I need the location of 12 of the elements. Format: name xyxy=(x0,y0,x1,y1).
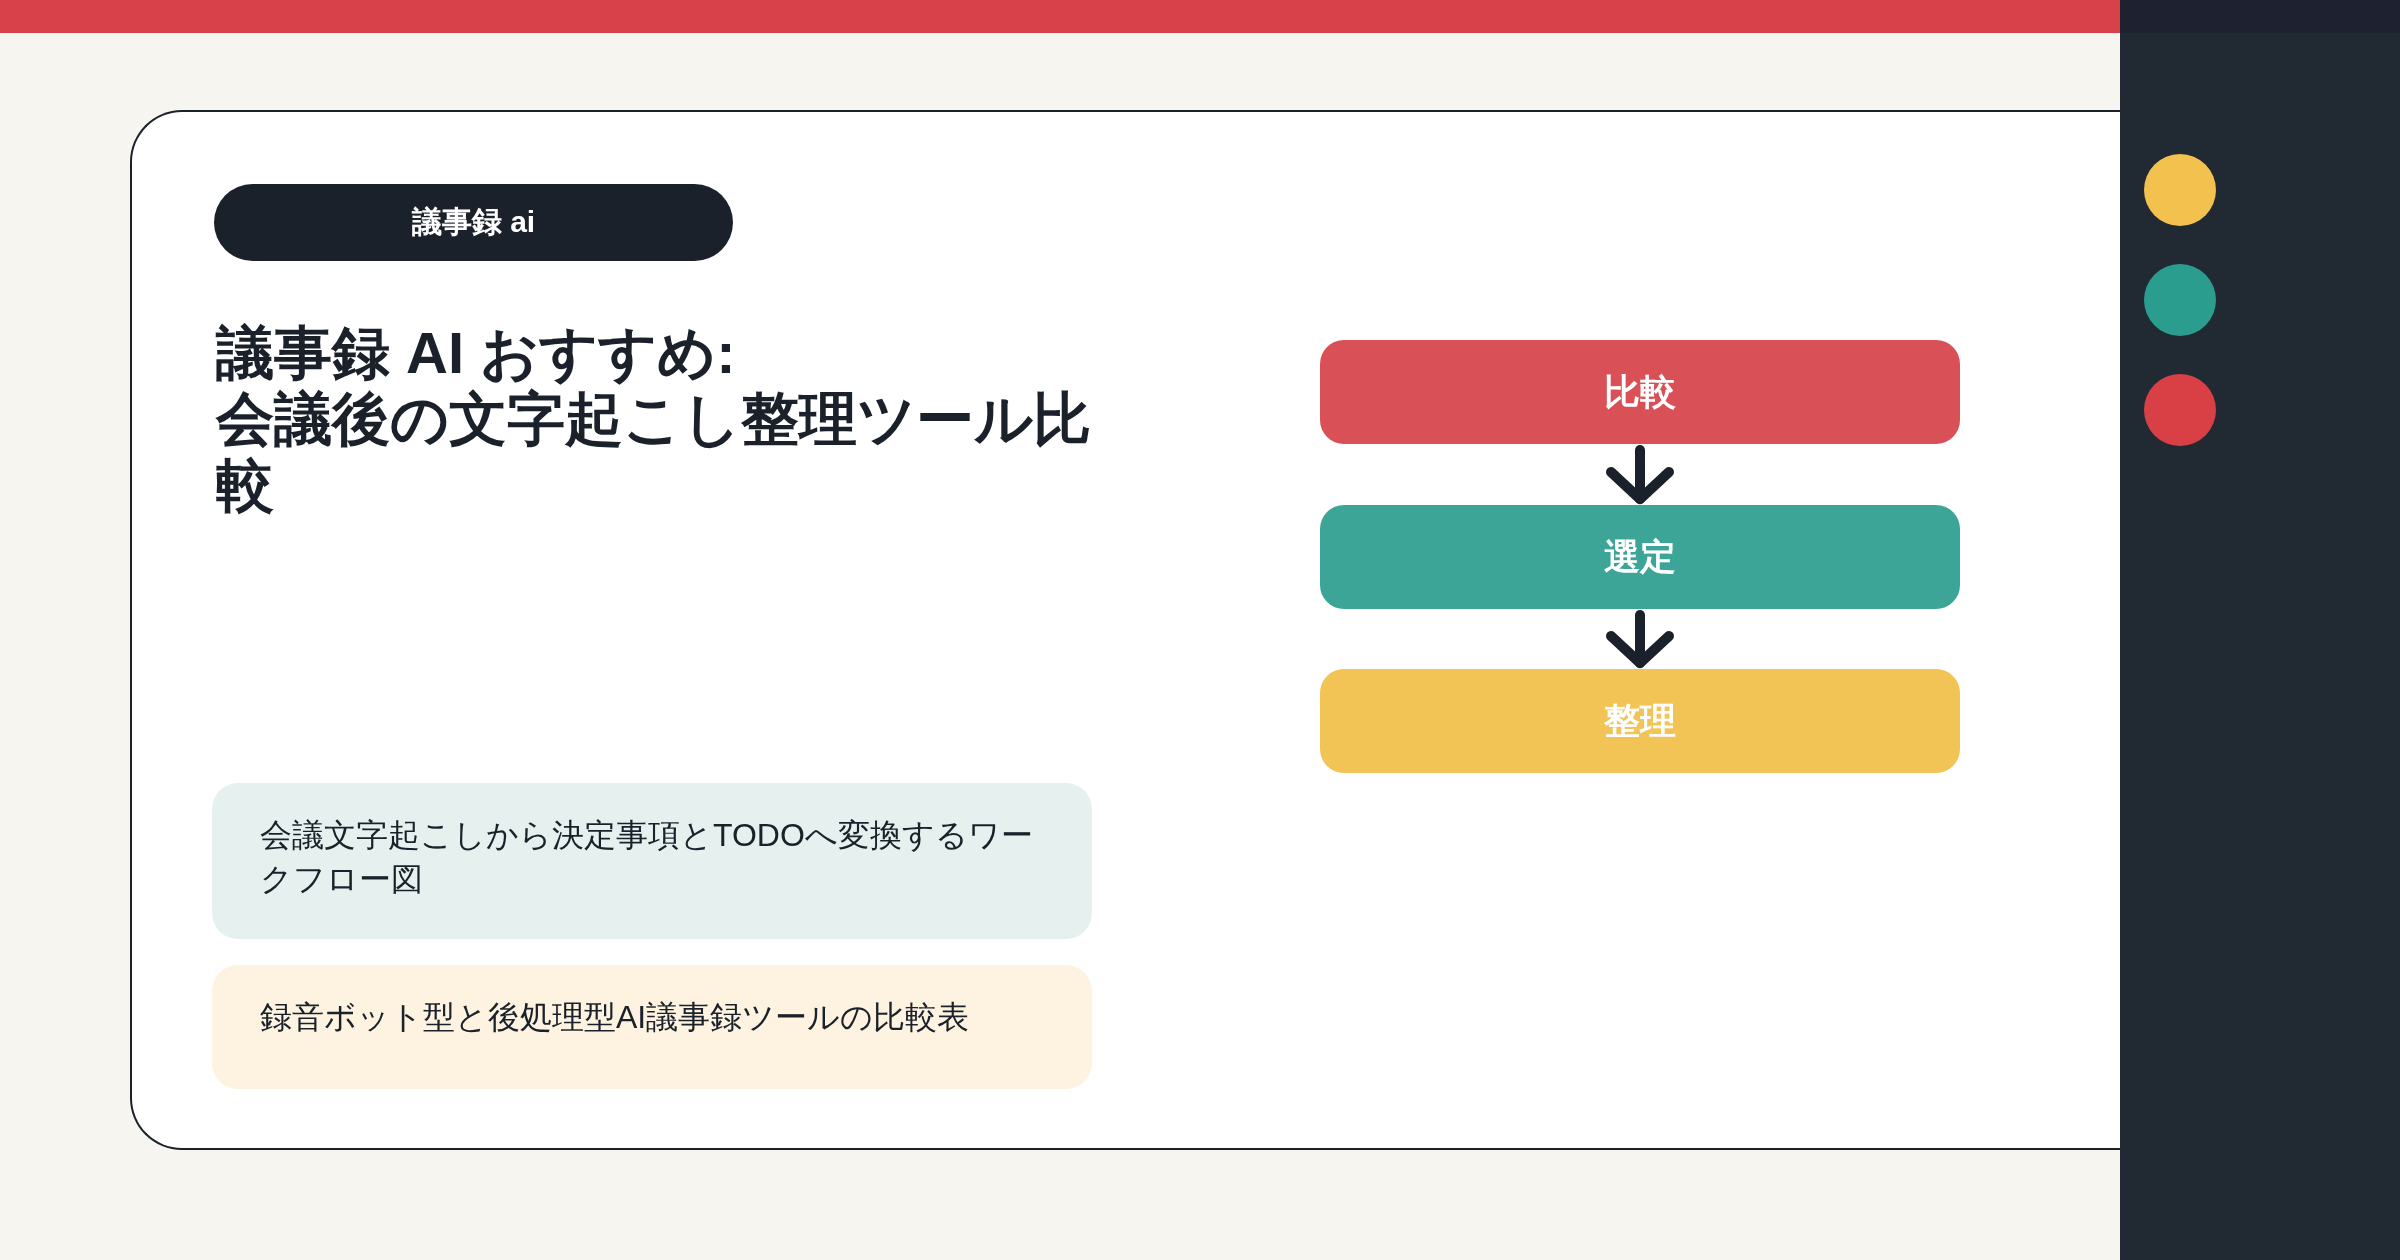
category-tag: 議事録 ai xyxy=(214,184,733,261)
process-step: 比較 xyxy=(1320,340,1960,444)
page-title: 議事録 AI おすすめ: 会議後の文字起こし整理ツール比較 xyxy=(216,320,1092,518)
note-text: 会議文字起こしから決定事項とTODOへ変換するワークフロー図 xyxy=(260,816,1034,899)
process-step: 整理 xyxy=(1320,669,1960,773)
arrow xyxy=(1606,610,1674,668)
note-card xyxy=(212,965,1092,1089)
process-step: 選定 xyxy=(1320,505,1960,609)
arrow xyxy=(1606,445,1674,504)
note-text: 録音ボット型と後処理型AI議事録ツールの比較表 xyxy=(260,998,970,1037)
content-card xyxy=(130,110,2120,1150)
note-card xyxy=(212,783,1092,939)
